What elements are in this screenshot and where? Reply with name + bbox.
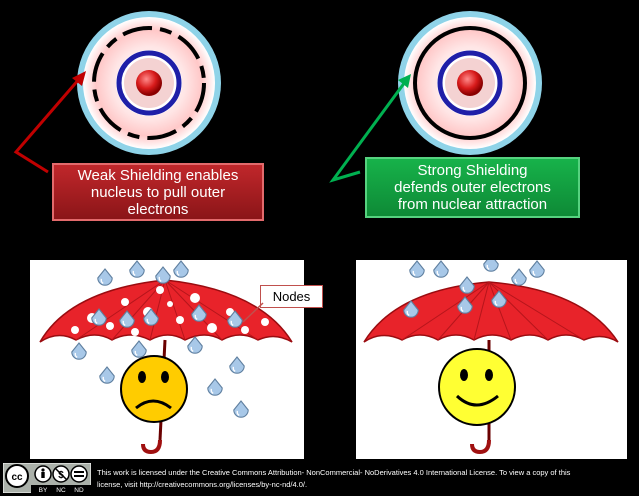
badge-nc: NC xyxy=(56,487,66,493)
nodes-pointer xyxy=(242,302,264,323)
nodes-label: Nodes xyxy=(260,285,323,308)
outer-shell-dashed xyxy=(92,26,206,140)
green-arrowhead xyxy=(398,74,411,88)
weak-shielding-atom xyxy=(77,11,221,155)
smile xyxy=(455,394,499,407)
inner-shell xyxy=(437,50,503,116)
badge-by: BY xyxy=(39,487,48,493)
nucleus xyxy=(457,70,483,96)
outer-shell-solid xyxy=(413,26,527,140)
green-pointer-arrow xyxy=(329,81,407,183)
red-arrowhead xyxy=(72,71,86,86)
cc-license-badge: cc $ BY NC ND xyxy=(3,463,91,493)
weak-shielding-callout: Weak Shielding enables nucleus to pull o… xyxy=(52,163,264,221)
inner-shell xyxy=(116,50,182,116)
license-line-1: This work is licensed under the Creative… xyxy=(97,468,571,477)
happy-face xyxy=(438,348,516,426)
umbrella-handle xyxy=(141,439,162,455)
strong-shielding-callout: Strong Shielding defends outer electrons… xyxy=(365,157,580,218)
license-notice: This work is licensed under the Creative… xyxy=(97,467,637,491)
weak-umbrella-illustration xyxy=(39,260,293,455)
red-pointer-arrow xyxy=(13,77,82,174)
cc-logo-text: cc xyxy=(11,472,23,483)
license-line-2: license, visit http://creativecommons.or… xyxy=(97,480,308,489)
arrows-layer xyxy=(13,71,411,183)
badge-nd: ND xyxy=(74,487,84,493)
strong-umbrella-panel xyxy=(356,260,627,459)
umbrella-handle xyxy=(470,439,491,455)
strong-shielding-atom xyxy=(398,11,542,155)
weak-umbrella-panel xyxy=(30,260,304,459)
svg-text:$: $ xyxy=(58,470,64,481)
umbrella-canopy xyxy=(363,281,619,343)
nucleus xyxy=(136,70,162,96)
strong-umbrella-illustration xyxy=(363,260,619,455)
frown xyxy=(135,399,172,410)
sad-face xyxy=(120,355,188,423)
